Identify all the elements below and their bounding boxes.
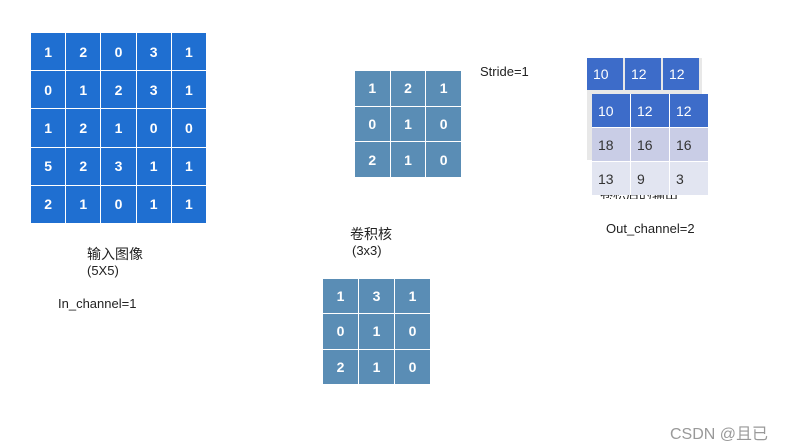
kernel1-cell: 0 <box>426 106 461 142</box>
input-cell: 1 <box>66 71 101 109</box>
kernel1-cell: 1 <box>390 142 426 177</box>
input-label: 输入图像 <box>87 246 143 262</box>
output-back-cell: 12 <box>663 58 699 90</box>
input-cell: 1 <box>66 185 101 223</box>
input-cell: 1 <box>136 185 171 223</box>
kernel2-cell: 0 <box>395 349 430 384</box>
input-cell: 1 <box>171 71 206 109</box>
kernel-title: 卷积核 <box>350 226 392 242</box>
output-front-cell: 16 <box>670 128 708 161</box>
kernel1-cell: 2 <box>355 142 390 177</box>
in-channel-label: In_channel=1 <box>58 296 137 311</box>
input-cell: 0 <box>136 109 171 147</box>
input-cell: 2 <box>66 109 101 147</box>
output-back-cell: 12 <box>625 58 661 90</box>
kernel1-cell: 1 <box>355 71 390 106</box>
output-front-cell: 3 <box>670 162 708 195</box>
kernel2-cell: 1 <box>359 349 394 384</box>
kernel1-cell: 0 <box>426 142 461 177</box>
kernel2-cell: 0 <box>395 314 430 349</box>
input-cell: 1 <box>136 147 171 185</box>
kernel2-cell: 3 <box>359 279 394 314</box>
output-front-cell: 18 <box>592 128 630 161</box>
input-cell: 1 <box>171 33 206 71</box>
input-cell: 3 <box>136 71 171 109</box>
kernel1-cell: 1 <box>426 71 461 106</box>
input-cell: 3 <box>136 33 171 71</box>
kernel2-cell: 1 <box>395 279 430 314</box>
kernel2-cell: 1 <box>323 279 358 314</box>
kernel1-cell: 0 <box>355 106 390 142</box>
input-cell: 0 <box>171 109 206 147</box>
output-back-cell: 10 <box>587 58 623 90</box>
output-front-cell: 9 <box>631 162 669 195</box>
output-front-cell: 13 <box>592 162 630 195</box>
input-cell: 2 <box>66 147 101 185</box>
input-cell: 1 <box>31 109 66 147</box>
output-front-cell: 12 <box>631 94 669 127</box>
watermark: CSDN @且已 <box>670 426 769 443</box>
input-cell: 0 <box>101 33 136 71</box>
kernel2-cell: 1 <box>359 314 394 349</box>
out-channel-label: Out_channel=2 <box>606 221 695 236</box>
input-cell: 2 <box>101 71 136 109</box>
input-cell: 0 <box>31 71 66 109</box>
stride-label: Stride=1 <box>480 64 529 79</box>
input-cell: 1 <box>171 185 206 223</box>
input-cell: 1 <box>101 109 136 147</box>
input-size: (5X5) <box>87 263 119 278</box>
input-cell: 2 <box>66 33 101 71</box>
output-front-cell: 16 <box>631 128 669 161</box>
output-front-cell: 10 <box>592 94 630 127</box>
input-cell: 0 <box>101 185 136 223</box>
kernel2-cell: 2 <box>323 349 358 384</box>
kernel1-cell: 2 <box>390 71 426 106</box>
kernel1-cell: 1 <box>390 106 426 142</box>
output-front-cell: 12 <box>670 94 708 127</box>
input-cell: 5 <box>31 147 66 185</box>
kernel2-cell: 0 <box>323 314 358 349</box>
input-cell: 3 <box>101 147 136 185</box>
kernel-size: (3x3) <box>352 243 382 258</box>
input-cell: 2 <box>31 185 66 223</box>
input-cell: 1 <box>171 147 206 185</box>
input-cell: 1 <box>31 33 66 71</box>
